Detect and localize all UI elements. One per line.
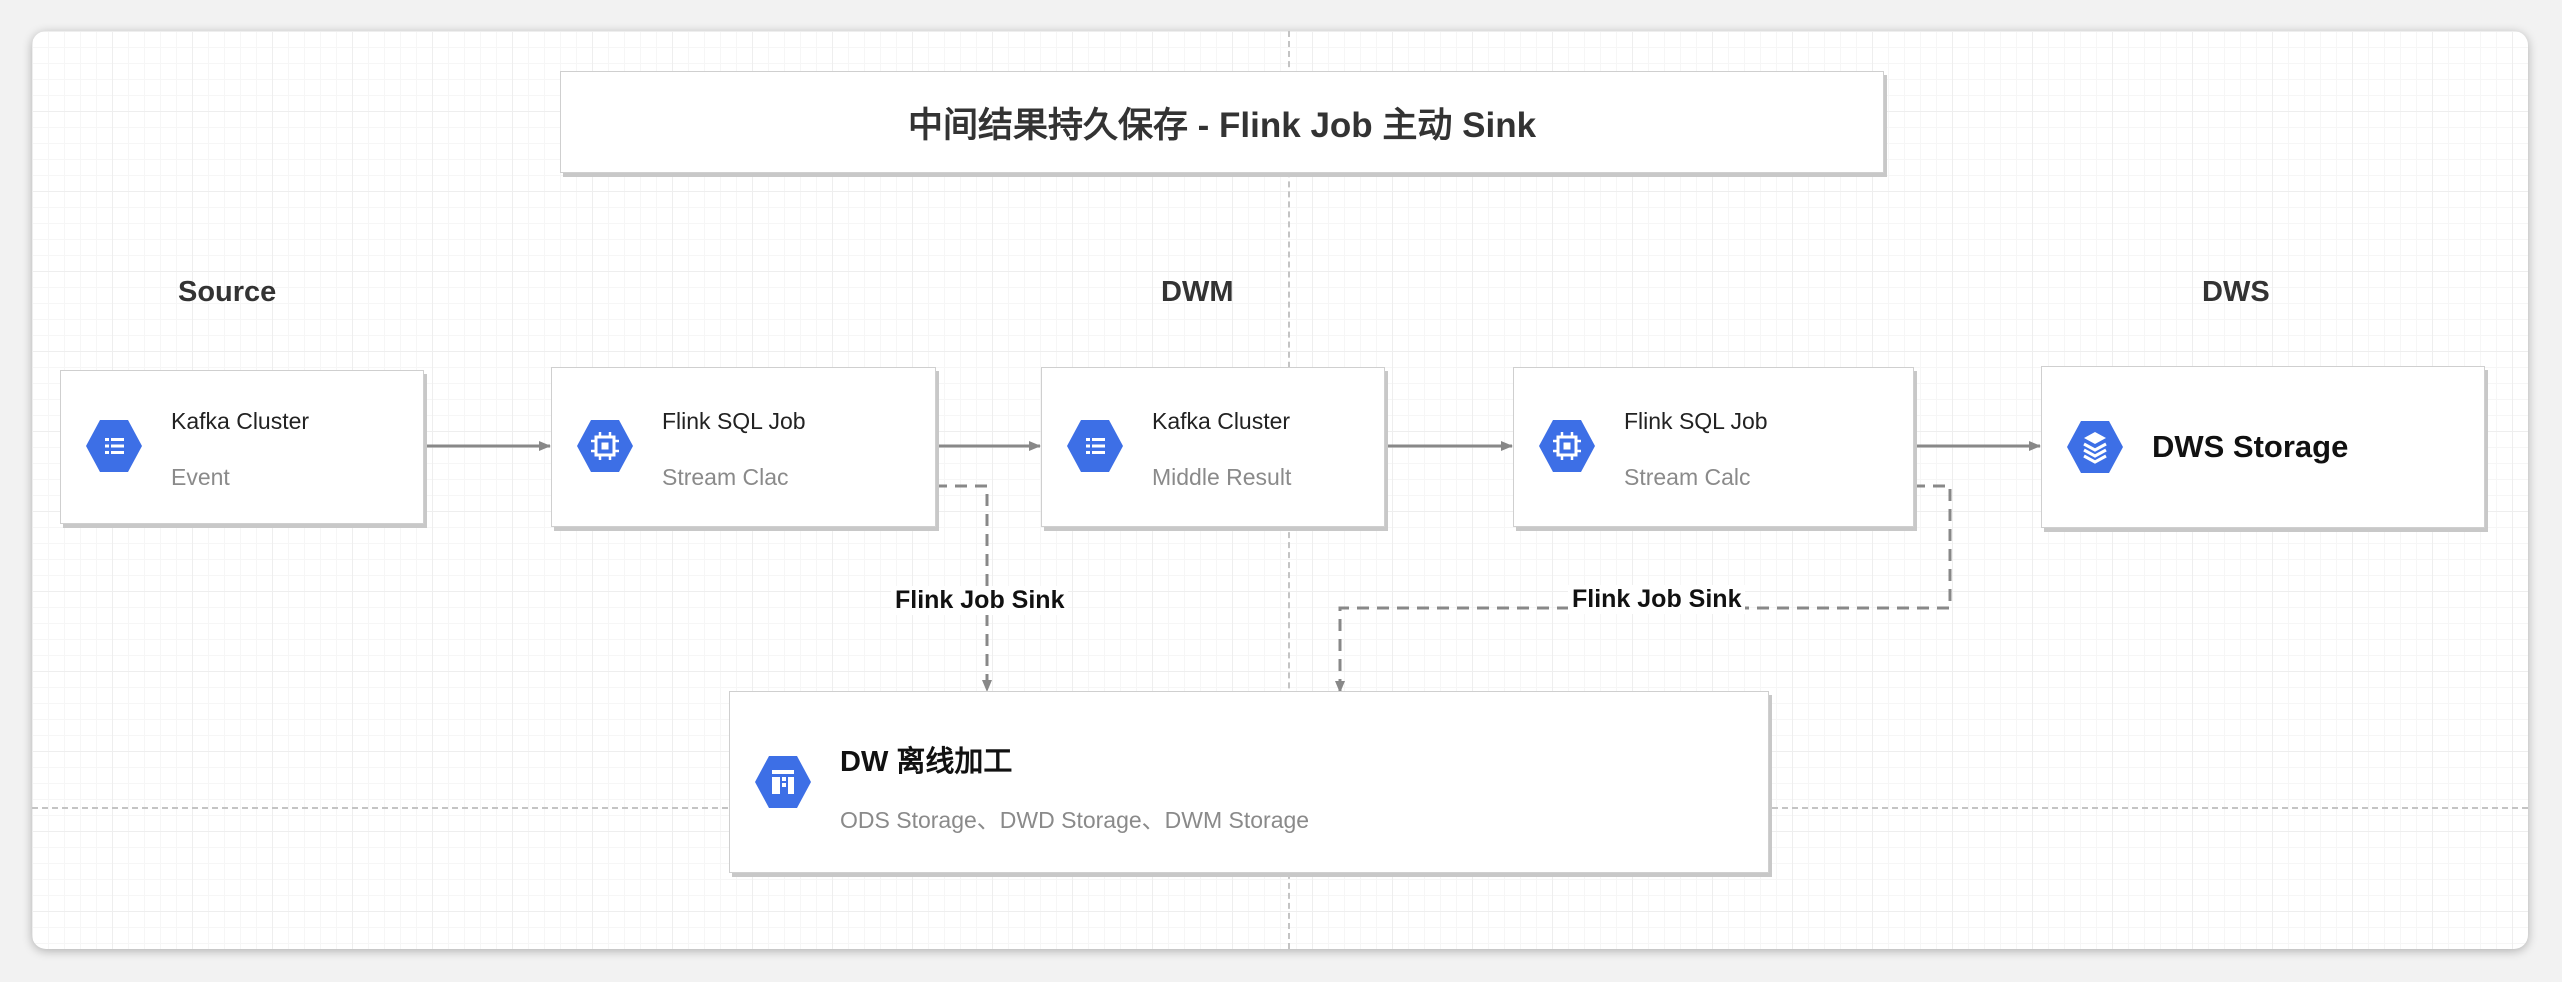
node-subtitle: Event — [171, 464, 230, 490]
node-dws-storage[interactable]: DWS Storage — [2041, 366, 2485, 528]
layers-icon — [2067, 421, 2123, 473]
node-title: DWS Storage — [2152, 429, 2349, 464]
edge-label-sink-left: Flink Job Sink — [891, 586, 1069, 615]
dashed-sink-left — [935, 484, 992, 692]
section-label-dws: DWS — [2202, 276, 2270, 308]
chip-icon — [577, 420, 633, 472]
node-kafka-middle[interactable]: Kafka Cluster Middle Result — [1041, 367, 1385, 527]
dashed-sink-right — [1335, 484, 1952, 693]
chip-icon — [1539, 420, 1595, 472]
node-subtitle: Stream Calc — [1624, 464, 1751, 490]
node-subtitle: Stream Clac — [662, 464, 789, 490]
node-title: Flink SQL Job — [662, 408, 806, 434]
node-kafka-event[interactable]: Kafka Cluster Event — [60, 370, 424, 524]
node-flink-sql-job-calc[interactable]: Flink SQL Job Stream Calc — [1513, 367, 1914, 527]
connectors — [423, 441, 2041, 693]
diagram-title: 中间结果持久保存 - Flink Job 主动 Sink — [907, 105, 1537, 145]
node-title: Kafka Cluster — [1152, 408, 1291, 434]
section-label-dwm: DWM — [1161, 276, 1234, 308]
list-icon — [86, 420, 142, 472]
edge-label-sink-right: Flink Job Sink — [1568, 585, 1746, 614]
table-icon — [755, 756, 811, 808]
list-icon — [1067, 420, 1123, 472]
node-subtitle: Middle Result — [1152, 464, 1292, 490]
section-label-source: Source — [178, 276, 277, 308]
diagram-canvas: 中间结果持久保存 - Flink Job 主动 Sink Source DWM … — [32, 31, 2528, 949]
node-subtitle: ODS Storage、DWD Storage、DWM Storage — [840, 807, 1310, 833]
node-title: Kafka Cluster — [171, 408, 310, 434]
node-flink-sql-job-clac[interactable]: Flink SQL Job Stream Clac — [551, 367, 936, 527]
node-title: Flink SQL Job — [1624, 408, 1768, 434]
node-title: DW 离线加工 — [840, 746, 1013, 778]
diagram-title-box: 中间结果持久保存 - Flink Job 主动 Sink — [560, 71, 1884, 173]
node-dw-offline[interactable]: DW 离线加工 ODS Storage、DWD Storage、DWM Stor… — [729, 691, 1769, 873]
